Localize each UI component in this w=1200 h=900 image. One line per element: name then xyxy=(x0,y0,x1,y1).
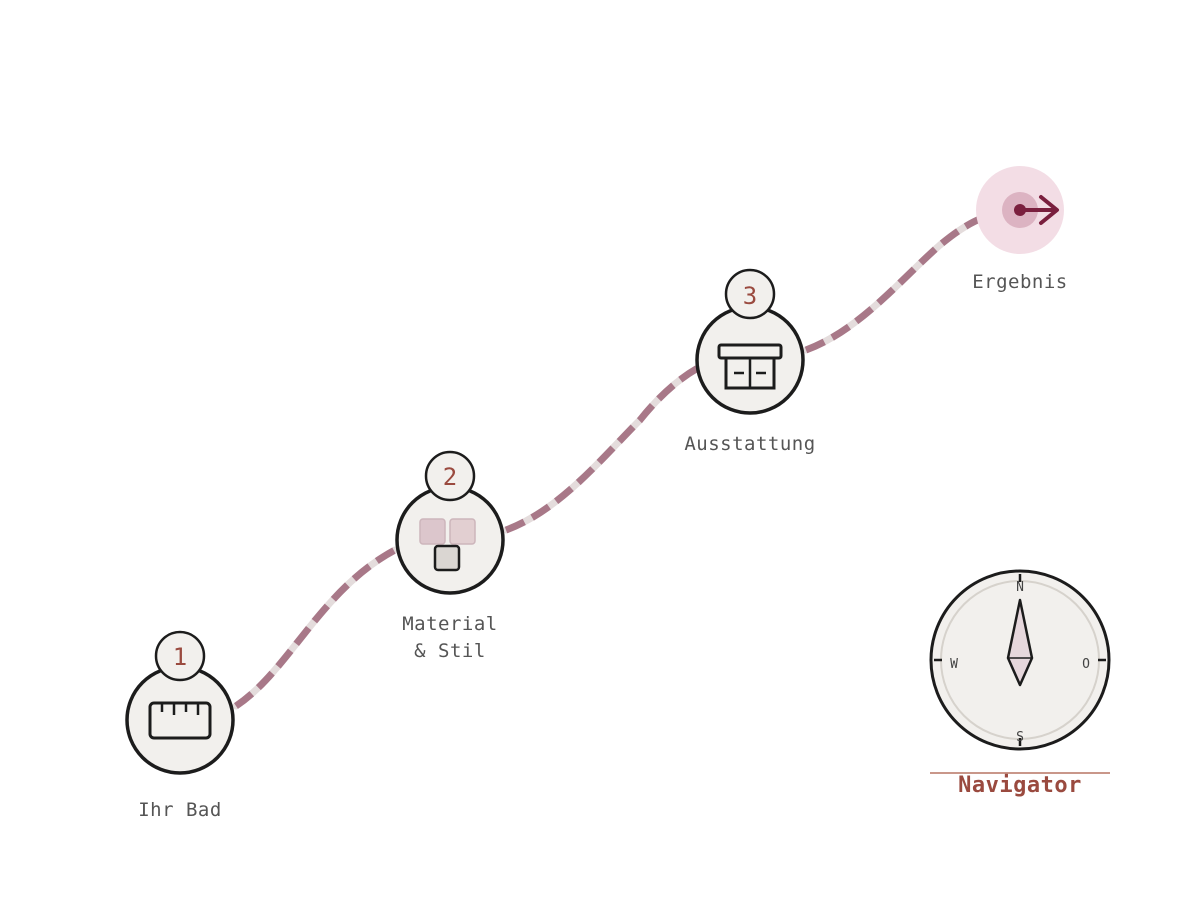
step-badge: 3 xyxy=(724,268,776,320)
step-label-line-1: Material xyxy=(402,613,498,635)
step-2-material-stil[interactable]: 2 Material & Stil xyxy=(395,450,505,662)
step-label: Ihr Bad xyxy=(138,799,222,821)
compass-east: O xyxy=(1082,657,1090,672)
step-badge: 2 xyxy=(424,450,476,502)
step-node[interactable] xyxy=(125,665,235,775)
step-number: 2 xyxy=(443,463,457,491)
step-number: 3 xyxy=(743,282,757,310)
step-label-line-2: & Stil xyxy=(414,640,486,662)
compass-west: W xyxy=(950,657,958,672)
ruler-icon xyxy=(148,701,212,740)
compass-needle xyxy=(1006,598,1034,687)
navigator[interactable]: N S W O Navigator xyxy=(929,569,1111,798)
result-ergebnis[interactable]: Ergebnis xyxy=(972,166,1068,293)
journey-path xyxy=(232,206,1024,710)
cabinet-icon xyxy=(717,343,783,390)
material-swatches-icon xyxy=(419,518,476,572)
step-badge: 1 xyxy=(154,630,206,682)
compass-north: N xyxy=(1016,580,1024,595)
step-1-ihr-bad[interactable]: 1 Ihr Bad xyxy=(125,630,235,821)
arrow-right-icon xyxy=(1014,195,1059,225)
result-label: Ergebnis xyxy=(972,271,1068,293)
compass-south: S xyxy=(1016,730,1024,745)
navigator-title[interactable]: Navigator xyxy=(958,773,1082,798)
step-number: 1 xyxy=(173,643,187,671)
compass-icon xyxy=(929,569,1111,751)
step-label: Ausstattung xyxy=(684,433,815,455)
step-3-ausstattung[interactable]: 3 Ausstattung xyxy=(684,268,815,455)
